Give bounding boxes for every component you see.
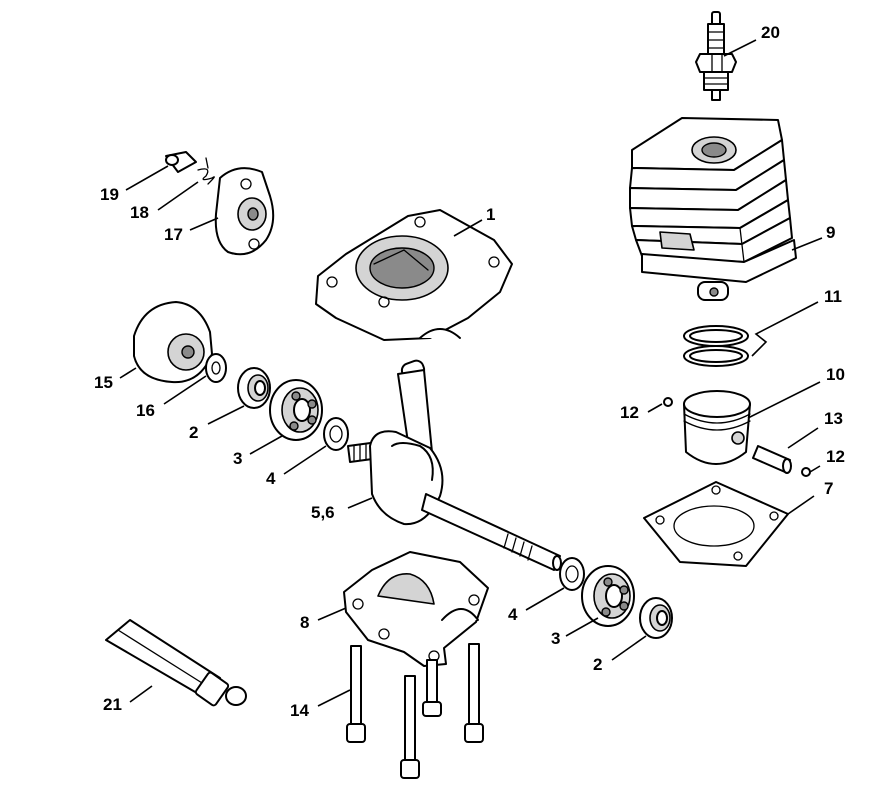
crankcase-lower [343, 551, 489, 667]
oil-seal-left [237, 367, 271, 409]
callout-piston: 10 [826, 365, 845, 384]
crankshaft [347, 359, 562, 571]
callout-seal-left: 2 [189, 423, 199, 442]
callout-gasket: 7 [824, 479, 834, 498]
callout-circlip-lower: 12 [826, 447, 845, 466]
piston-rings [683, 325, 749, 367]
circlip-lower [801, 467, 811, 477]
ball-bearing-left [269, 379, 323, 441]
callout-seal-right: 2 [593, 655, 603, 674]
callout-circlip-upper: 12 [620, 403, 639, 422]
callout-bearing-left: 3 [233, 449, 243, 468]
throttle-barrel [165, 151, 197, 173]
flywheel [133, 301, 213, 384]
screw-3 [464, 643, 484, 743]
callout-piston-rings: 11 [824, 287, 842, 306]
carburetor-cover [214, 167, 275, 256]
piston [683, 390, 751, 465]
shim-washer-right [559, 557, 585, 591]
callout-shim-left: 4 [266, 469, 276, 488]
washer-16 [205, 353, 227, 383]
cylinder [629, 117, 797, 301]
callout-throttle-barrel: 19 [100, 185, 119, 204]
ball-bearing-right [581, 565, 635, 627]
callout-spring: 18 [130, 203, 149, 222]
spark-plug [695, 11, 737, 101]
circlip-upper [663, 397, 673, 407]
callout-crankshaft: 5,6 [311, 503, 335, 522]
piston-pin [752, 445, 792, 474]
cylinder-gasket [643, 481, 789, 567]
callout-crankcase-lower: 8 [300, 613, 310, 632]
callout-grease-tube: 21 [103, 695, 122, 714]
grease-tube [105, 619, 247, 707]
callout-bearing-right: 3 [551, 629, 561, 648]
callout-cylinder: 9 [826, 223, 836, 242]
callout-screws: 14 [290, 701, 309, 720]
callout-shim-right: 4 [508, 605, 518, 624]
screw-1 [346, 645, 366, 743]
callout-crankcase-upper: 1 [486, 205, 496, 224]
crankcase-upper [315, 209, 513, 341]
spring [197, 157, 215, 185]
callout-washer-16: 16 [136, 401, 155, 420]
callout-spark-plug: 20 [761, 23, 780, 42]
callout-flywheel: 15 [94, 373, 113, 392]
leader-lines [119, 39, 823, 707]
screw-4 [400, 675, 420, 779]
shim-washer-left [323, 417, 349, 451]
callout-carb-cover: 17 [164, 225, 183, 244]
callout-piston-pin: 13 [824, 409, 843, 428]
screw-2 [422, 659, 442, 717]
oil-seal-right [639, 597, 673, 639]
